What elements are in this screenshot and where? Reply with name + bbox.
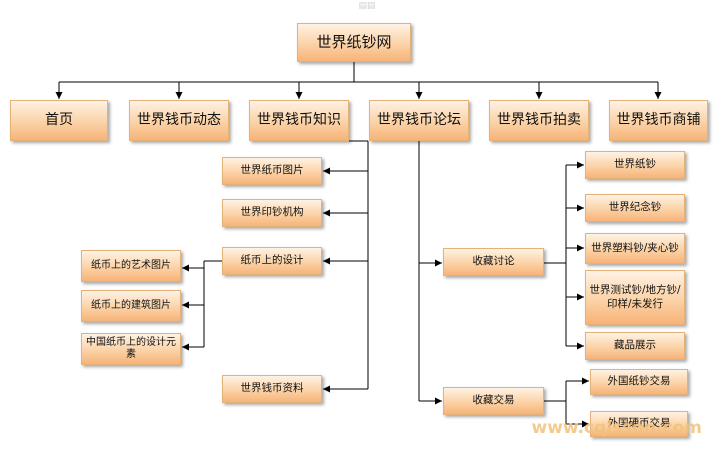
node-shop: 世界钱币商铺 <box>609 100 708 141</box>
node-root: 世界纸钞网 <box>297 23 411 62</box>
node-pictures: 世界纸币图片 <box>222 157 322 185</box>
node-collect-discuss: 收藏讨论 <box>443 248 544 276</box>
node-commemorative: 世界纪念钞 <box>585 194 685 222</box>
node-plastic: 世界塑料钞/夹心钞 <box>585 233 685 264</box>
node-design: 纸币上的设计 <box>222 247 322 275</box>
node-specimen: 世界测试钞/地方钞/印样/未发行 <box>585 270 685 325</box>
node-news: 世界钱币动态 <box>129 100 229 141</box>
node-foreign-banknotes: 外国纸钞交易 <box>590 369 688 395</box>
node-collect-trade: 收藏交易 <box>443 387 544 415</box>
node-chinese-elements: 中国纸币上的设计元素 <box>81 333 181 365</box>
node-knowledge: 世界钱币知识 <box>249 100 349 141</box>
node-architecture: 纸币上的建筑图片 <box>81 290 181 322</box>
watermark-text: www.cqlsson.com <box>531 418 702 438</box>
node-materials: 世界钱币资料 <box>222 375 322 403</box>
node-printers: 世界印钞机构 <box>222 199 322 227</box>
node-forum: 世界钱币论坛 <box>369 100 469 141</box>
node-home: 首页 <box>10 100 108 141</box>
node-auction: 世界钱币拍卖 <box>489 100 589 141</box>
node-foreign-coins: 外国硬币交易 <box>590 411 688 437</box>
node-world-banknotes: 世界纸钞 <box>585 151 685 179</box>
node-art: 纸币上的艺术图片 <box>81 250 181 282</box>
node-showcase: 藏品展示 <box>585 332 685 360</box>
header-logo-icon: ▤▤ <box>358 1 376 11</box>
